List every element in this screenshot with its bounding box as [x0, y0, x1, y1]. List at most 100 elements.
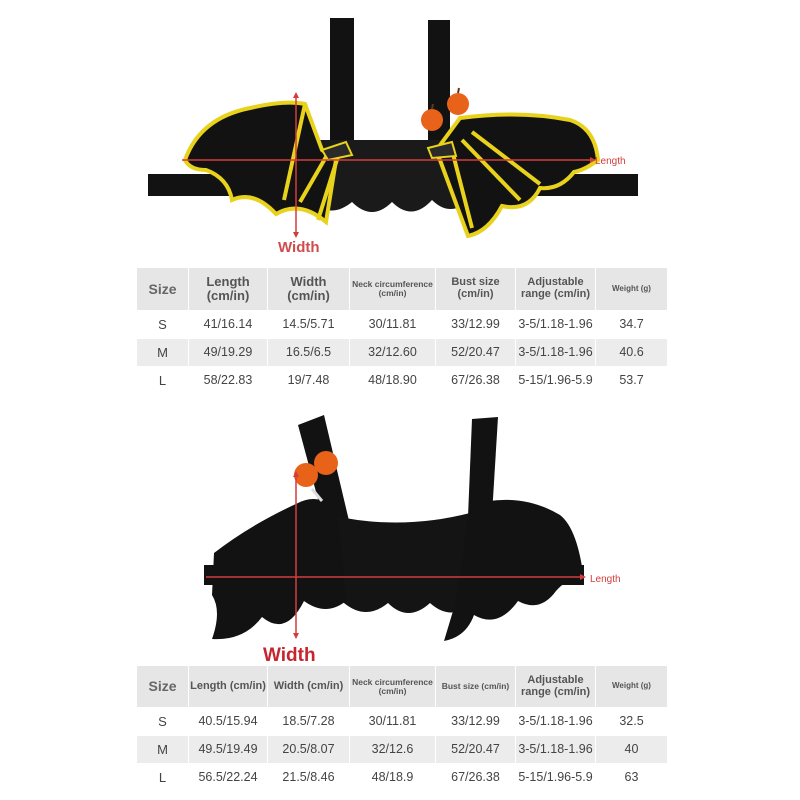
cell-adjustable: 3-5/1.18-1.96: [515, 735, 596, 764]
cell-width: 14.5/5.71: [267, 310, 350, 339]
size-chart-table-bottom: Size Length (cm/in) Width (cm/in) Neck c…: [136, 665, 668, 792]
header-bust: Bust size (cm/in): [435, 267, 516, 311]
bat-wing-yellow-trim-image: Length Width: [148, 18, 638, 256]
table-row: M 49.5/19.49 20.5/8.07 32/12.6 52/20.47 …: [136, 735, 668, 764]
cell-bust: 52/20.47: [435, 338, 516, 367]
pumpkin-stem: [431, 87, 460, 110]
header-neck: Neck circumference (cm/in): [349, 267, 436, 311]
width-arrow-icon: [293, 92, 299, 98]
cell-size: S: [136, 707, 189, 736]
cell-weight: 40.6: [595, 338, 668, 367]
wing-body: [330, 513, 470, 613]
cell-bust: 67/26.38: [435, 366, 516, 395]
table-header-row: Size Length (cm/in) Width (cm/in) Neck c…: [136, 665, 668, 708]
length-arrow-icon: [580, 574, 586, 580]
pumpkin-bell-icon: [314, 451, 338, 475]
header-size: Size: [136, 267, 189, 311]
right-wing-rib: [460, 138, 522, 202]
cell-adjustable: 5-15/1.96-5.9: [515, 366, 596, 395]
cell-adjustable: 3-5/1.18-1.96: [515, 310, 596, 339]
header-bust: Bust size (cm/in): [435, 665, 516, 708]
left-wing: [182, 100, 339, 226]
cell-size: L: [136, 763, 189, 792]
cell-width: 19/7.48: [267, 366, 350, 395]
width-label: Width: [263, 645, 316, 665]
cell-weight: 53.7: [595, 366, 668, 395]
cell-length: 41/16.14: [188, 310, 268, 339]
cell-size: S: [136, 310, 189, 339]
cell-size: M: [136, 735, 189, 764]
cell-bust: 33/12.99: [435, 310, 516, 339]
cell-adjustable: 3-5/1.18-1.96: [515, 707, 596, 736]
pumpkin-bell-icon: [421, 109, 443, 131]
pumpkin-bell-icon: [294, 463, 318, 487]
width-arrow-icon: [293, 232, 299, 238]
cell-size: L: [136, 366, 189, 395]
left-wing: [212, 499, 346, 640]
width-arrow-icon: [293, 633, 299, 639]
header-length: Length (cm/in): [188, 267, 268, 311]
right-wing-rib: [450, 149, 474, 229]
cell-length: 49/19.29: [188, 338, 268, 367]
cell-width: 20.5/8.07: [267, 735, 350, 764]
cell-width: 16.5/6.5: [267, 338, 350, 367]
cell-weight: 63: [595, 763, 668, 792]
left-wing-rib: [298, 149, 332, 203]
header-length: Length (cm/in): [188, 665, 268, 708]
bat-wing-black-image: Length Width: [204, 415, 621, 665]
right-wing: [432, 112, 601, 239]
bottom-product-illustration: Length Width: [0, 405, 800, 665]
cell-neck: 48/18.9: [349, 763, 436, 792]
size-chart-table-top: Size Length (cm/in) Width (cm/in) Neck c…: [136, 267, 668, 395]
cell-bust: 52/20.47: [435, 735, 516, 764]
header-weight: Weight (g): [595, 267, 668, 311]
right-wing: [444, 499, 584, 641]
cell-neck: 30/11.81: [349, 707, 436, 736]
length-arrow-icon: [590, 157, 596, 163]
left-strap: [330, 18, 354, 150]
table-row: L 56.5/22.24 21.5/8.46 48/18.9 67/26.38 …: [136, 763, 668, 792]
table-row: S 41/16.14 14.5/5.71 30/11.81 33/12.99 3…: [136, 310, 668, 339]
table-header-row: Size Length (cm/in) Width (cm/in) Neck c…: [136, 267, 668, 311]
cell-size: M: [136, 338, 189, 367]
top-product-illustration: Length Width: [0, 0, 800, 262]
width-arrow-icon: [293, 471, 299, 477]
cell-length: 49.5/19.49: [188, 735, 268, 764]
table-row: L 58/22.83 19/7.48 48/18.90 67/26.38 5-1…: [136, 366, 668, 395]
length-label: Length: [595, 156, 626, 167]
cell-length: 56.5/22.24: [188, 763, 268, 792]
cell-neck: 32/12.6: [349, 735, 436, 764]
pumpkin-bell-icon: [447, 93, 469, 115]
cell-bust: 67/26.38: [435, 763, 516, 792]
cell-neck: 48/18.90: [349, 366, 436, 395]
cell-width: 21.5/8.46: [267, 763, 350, 792]
header-adjustable: Adjustable range (cm/in): [515, 665, 596, 708]
table-row: M 49/19.29 16.5/6.5 32/12.60 52/20.47 3-…: [136, 338, 668, 367]
cell-neck: 30/11.81: [349, 310, 436, 339]
bell-ring: [310, 488, 324, 502]
cell-neck: 32/12.60: [349, 338, 436, 367]
left-wing-joint: [320, 140, 354, 162]
cell-width: 18.5/7.28: [267, 707, 350, 736]
cell-length: 40.5/15.94: [188, 707, 268, 736]
cell-adjustable: 5-15/1.96-5.9: [515, 763, 596, 792]
left-wing-rib: [316, 149, 342, 221]
width-label: Width: [278, 239, 320, 256]
right-wing-rib: [470, 130, 542, 186]
right-wing-joint: [426, 140, 458, 160]
header-size: Size: [136, 665, 189, 708]
table-row: S 40.5/15.94 18.5/7.28 30/11.81 33/12.99…: [136, 707, 668, 736]
right-strap: [468, 417, 498, 517]
length-label: Length: [590, 574, 621, 585]
cell-weight: 32.5: [595, 707, 668, 736]
header-width: Width (cm/in): [267, 665, 350, 708]
header-neck: Neck circumference (cm/in): [349, 665, 436, 708]
cell-weight: 34.7: [595, 310, 668, 339]
header-width: Width (cm/in): [267, 267, 350, 311]
header-weight: Weight (g): [595, 665, 668, 708]
header-adjustable: Adjustable range (cm/in): [515, 267, 596, 311]
cell-adjustable: 3-5/1.18-1.96: [515, 338, 596, 367]
left-wing-rib: [282, 103, 307, 201]
cell-length: 58/22.83: [188, 366, 268, 395]
cell-weight: 40: [595, 735, 668, 764]
